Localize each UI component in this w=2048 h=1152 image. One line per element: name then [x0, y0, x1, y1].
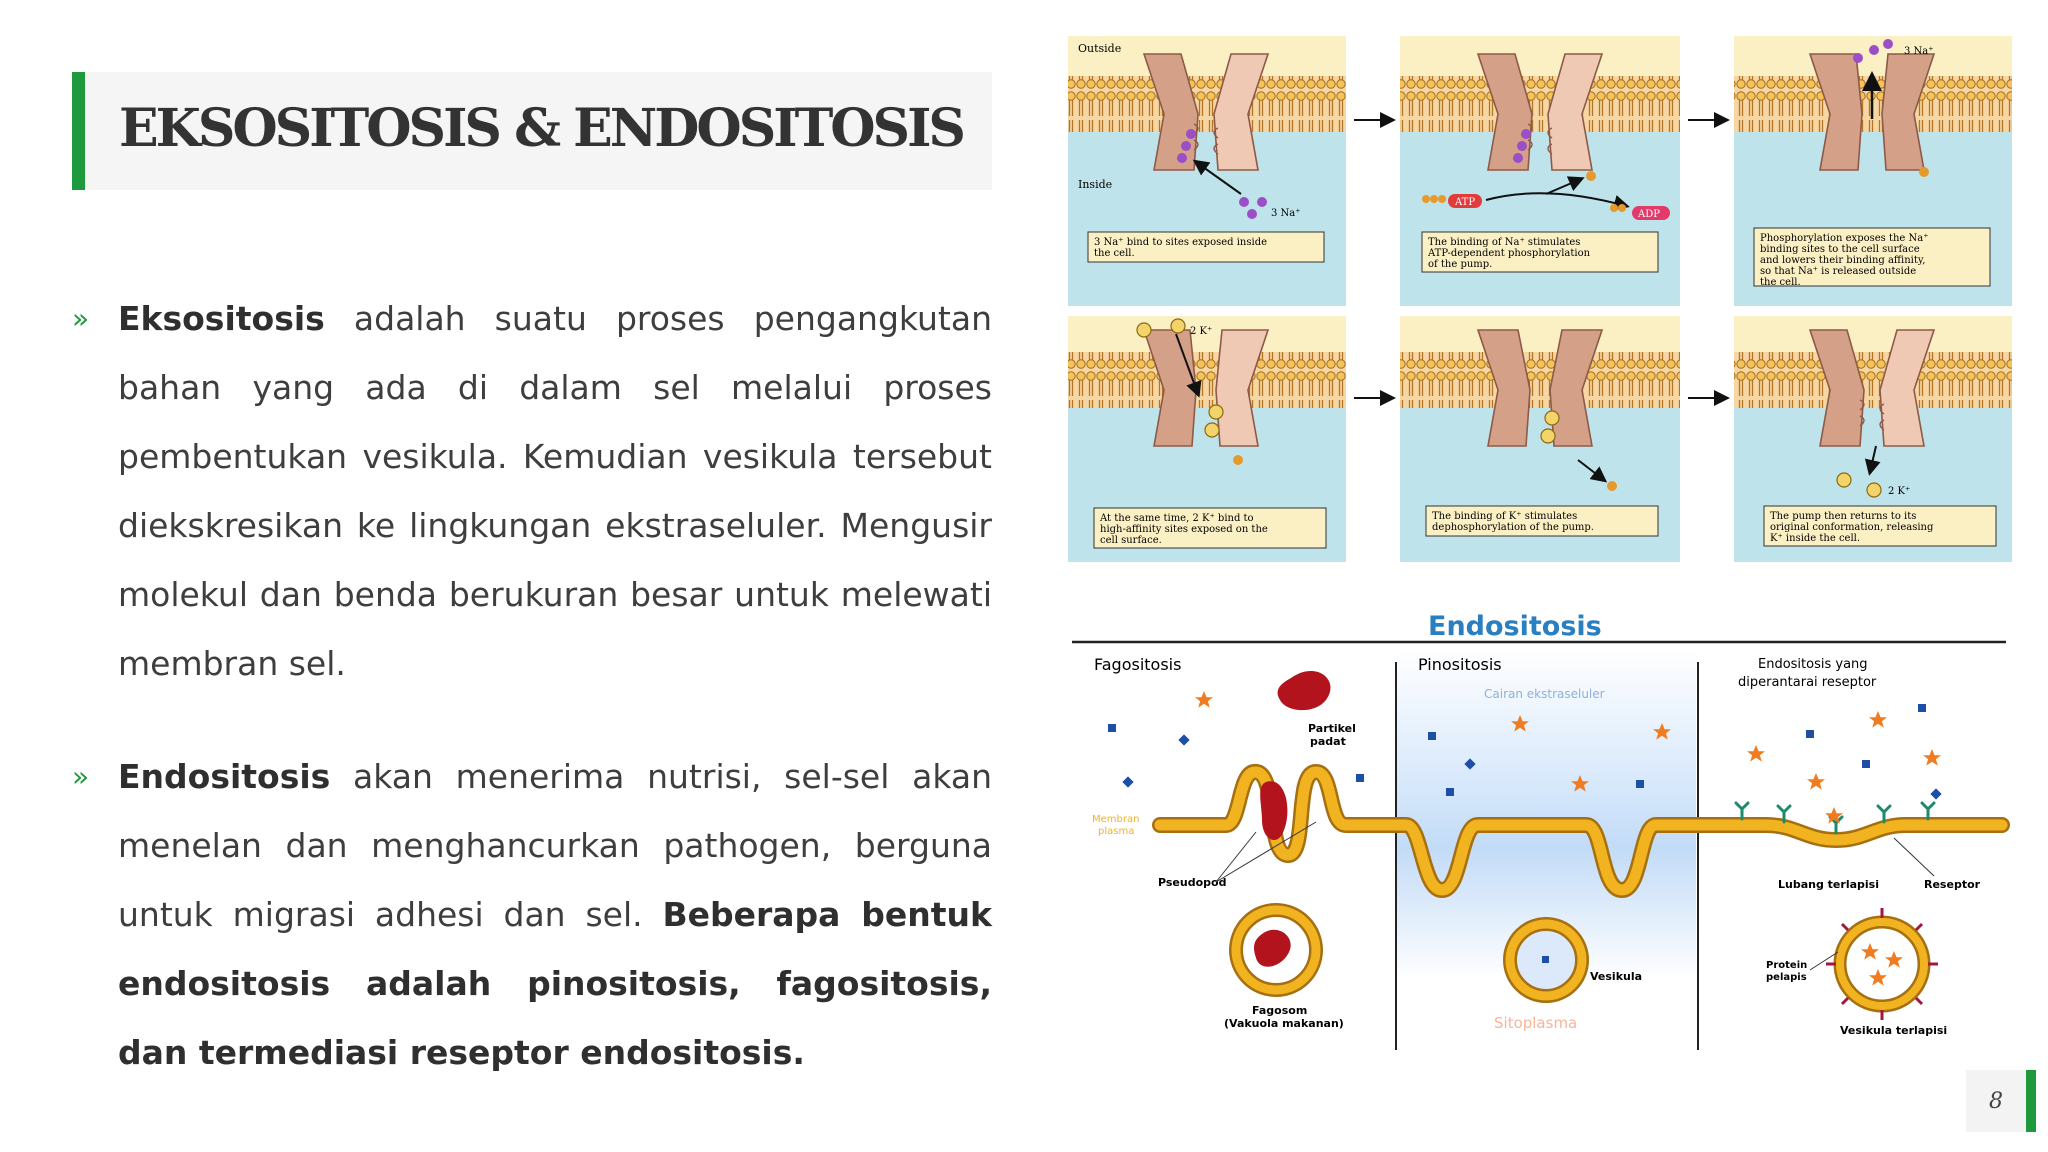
title-bar: EKSOSITOSIS & ENDOSITOSIS	[72, 72, 992, 190]
fagosom-label: Fagosom	[1252, 1004, 1307, 1017]
bullet-text: Endositosis akan menerima nutrisi, sel-s…	[118, 742, 992, 1087]
section-fagositosis: Fagositosis	[1094, 655, 1181, 674]
pseudopod-label: Pseudopod	[1158, 876, 1226, 889]
cairan-label: Cairan ekstraseluler	[1484, 687, 1605, 701]
outside-label: Outside	[1078, 42, 1121, 55]
sodium-potassium-pump-figure: Outside Inside 3 Na⁺ 3 Na⁺ bind to sites…	[1068, 36, 2012, 562]
section-pinositosis: Pinositosis	[1418, 655, 1502, 674]
adp-label: ADP	[1637, 209, 1660, 220]
bullet-endocytosis: » Endositosis akan menerima nutrisi, sel…	[72, 742, 992, 1087]
section-receptor-line1: Endositosis yang	[1758, 657, 1868, 672]
bullet-term: Endositosis	[118, 757, 331, 796]
pump-panel-1: Outside Inside 3 Na⁺ 3 Na⁺ bind to sites…	[1068, 36, 1346, 306]
bullet-marker: »	[72, 302, 90, 335]
endocytosis-figure: Endositosis Fagositosis Pinositosis Endo…	[1066, 600, 2014, 1050]
lubang-label: Lubang terlapisi	[1778, 878, 1879, 891]
bullet-marker: »	[72, 760, 90, 793]
section-receptor-line2: diperantarai reseptor	[1738, 675, 1877, 690]
atp-label: ATP	[1454, 197, 1475, 208]
vesikula-terlapisi-label: Vesikula terlapisi	[1840, 1024, 1947, 1037]
bullet-body: adalah suatu proses pengangkutan bahan y…	[118, 299, 992, 683]
bullet-exocytosis: » Eksositosis adalah suatu proses pengan…	[72, 284, 992, 698]
sitoplasma-label: Sitoplasma	[1494, 1014, 1577, 1032]
slide-title: EKSOSITOSIS & ENDOSITOSIS	[119, 98, 966, 159]
bullet-text: Eksositosis adalah suatu proses pengangk…	[118, 284, 992, 698]
pump-caption-3: Phosphorylation exposes the Na⁺binding s…	[1760, 233, 1929, 288]
k-label: 2 K⁺	[1190, 326, 1212, 337]
pump-panel-3: 3 Na⁺ Phosphorylation exposes the Na⁺bin…	[1734, 36, 2012, 306]
reseptor-label: Reseptor	[1924, 878, 1981, 891]
bullet-bold-tail: Beberapa bentuk endositosis adalah pinos…	[118, 895, 992, 1072]
na-label: 3 Na⁺	[1271, 208, 1301, 219]
endo-title: Endositosis	[1428, 611, 1602, 642]
vakuola-label: (Vakuola makanan)	[1224, 1017, 1344, 1030]
page-number: 8	[1966, 1070, 2036, 1132]
k-label: 2 K⁺	[1888, 486, 1910, 497]
inside-label: Inside	[1078, 178, 1112, 191]
bullet-term: Eksositosis	[118, 299, 325, 338]
vesikula-label: Vesikula	[1590, 970, 1642, 983]
bullet-body: akan menerima nutrisi, sel-sel akan mene…	[118, 757, 992, 934]
na-label: 3 Na⁺	[1904, 46, 1934, 57]
